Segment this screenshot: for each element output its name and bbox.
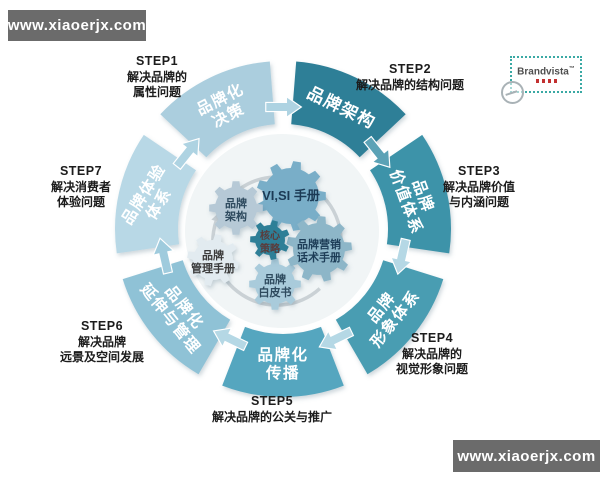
step4-annotation: STEP4 解决品牌的 视觉形象问题 <box>395 331 468 377</box>
step5-annotation: STEP5 解决品牌的公关与推广 <box>211 394 332 424</box>
logo-red-marks <box>535 79 557 84</box>
flow-arrow-step4-to-step5 <box>318 326 355 351</box>
wedge-step6 <box>122 260 231 375</box>
gear-3-label: 品牌营销话术手册 <box>297 237 341 264</box>
gear-5-label: 品牌管理手册 <box>191 248 235 275</box>
step2-annotation: STEP2 解决品牌的结构问题 <box>355 62 464 92</box>
gear-0 <box>257 161 326 231</box>
logo-stamp-seal <box>501 81 524 104</box>
brandvista-logo: Brandvista™ <box>501 56 588 108</box>
gear-4 <box>249 258 301 310</box>
step3-annotation: STEP3 解决品牌价值 与内涵问题 <box>442 164 515 210</box>
step6-annotation: STEP6 解决品牌 远景及空间发展 <box>59 319 144 365</box>
wedge-step5 <box>222 326 344 397</box>
logo-wordmark: Brandvista™ <box>517 65 575 78</box>
gear-1 <box>209 181 263 235</box>
wedge-step1 <box>160 61 275 158</box>
gear-4-label: 品牌白皮书 <box>259 272 292 299</box>
flow-arrow-step5-to-step6 <box>212 327 249 352</box>
flow-arrow-step3-to-step4 <box>390 237 413 276</box>
gear-2-label: 核心策略 <box>260 229 281 255</box>
flow-arrow-step2-to-step3 <box>363 135 391 169</box>
step1-annotation: STEP1 解决品牌的 属性问题 <box>126 54 187 100</box>
wedge-step5-label: 品牌化传播 <box>257 345 308 382</box>
step7-annotation: STEP7 解决消费者 体验问题 <box>50 164 111 210</box>
gear-3 <box>286 216 352 282</box>
gear-1-label: 品牌架构 <box>224 196 247 223</box>
gear-5 <box>187 234 239 286</box>
flow-arrow-step6-to-step7 <box>152 237 175 275</box>
wedge-step4 <box>335 260 444 375</box>
wedge-step2 <box>291 61 406 158</box>
gear-2 <box>250 220 290 260</box>
flow-arrow-step7-to-step1 <box>172 137 200 171</box>
watermark-top-left: www.xiaoerjx.com <box>8 10 146 41</box>
watermark-bottom-right: www.xiaoerjx.com <box>453 440 600 472</box>
flow-arrow-step1-to-step2 <box>265 95 303 119</box>
gear-0-label: VI,SI 手册 <box>262 188 320 203</box>
